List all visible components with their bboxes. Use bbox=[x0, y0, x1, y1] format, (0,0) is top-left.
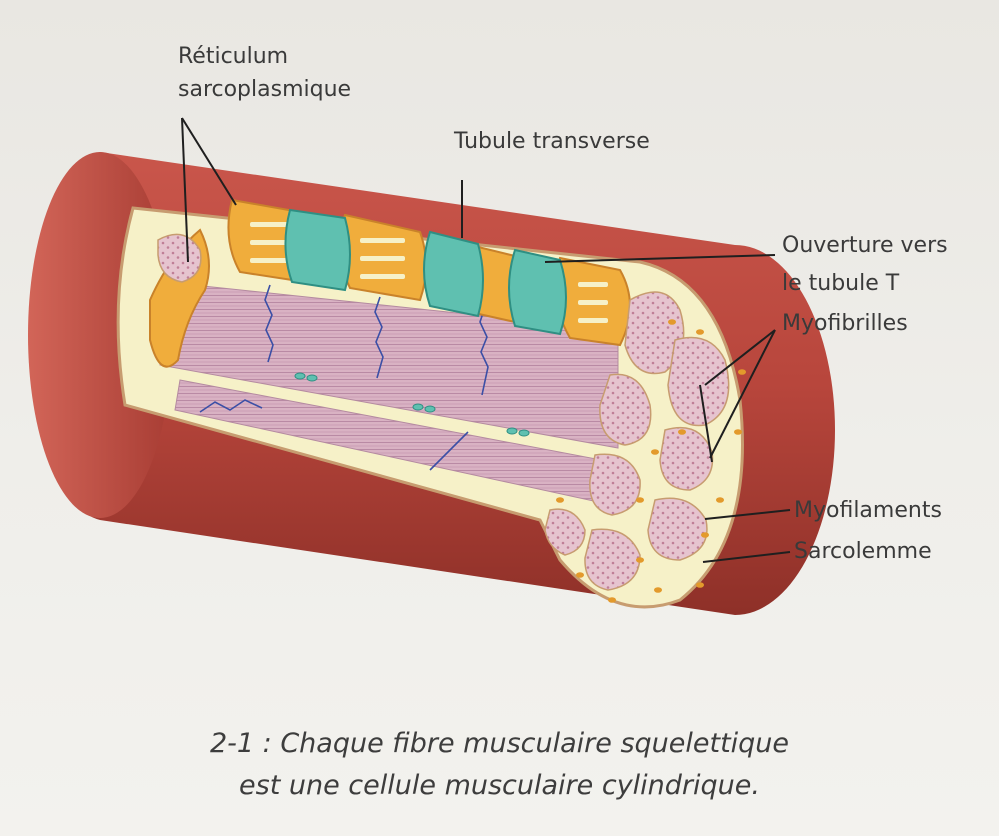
label-reticulum-line2: sarcoplasmique bbox=[178, 76, 351, 104]
label-myofibrilles: Myofibrilles bbox=[782, 310, 908, 338]
label-ouverture-line2: le tubule T bbox=[782, 270, 899, 298]
label-sarcolemme: Sarcolemme bbox=[794, 538, 932, 566]
caption-line1: 2-1 : Chaque fibre musculaire squelettiq… bbox=[0, 724, 999, 764]
label-ouverture-line1: Ouverture vers bbox=[782, 232, 948, 260]
label-tubule-transverse: Tubule transverse bbox=[454, 128, 650, 156]
label-reticulum-line1: Réticulum bbox=[178, 43, 288, 71]
caption-line2: est une cellule musculaire cylindrique. bbox=[0, 766, 999, 806]
label-myofilaments: Myofilaments bbox=[794, 497, 942, 525]
